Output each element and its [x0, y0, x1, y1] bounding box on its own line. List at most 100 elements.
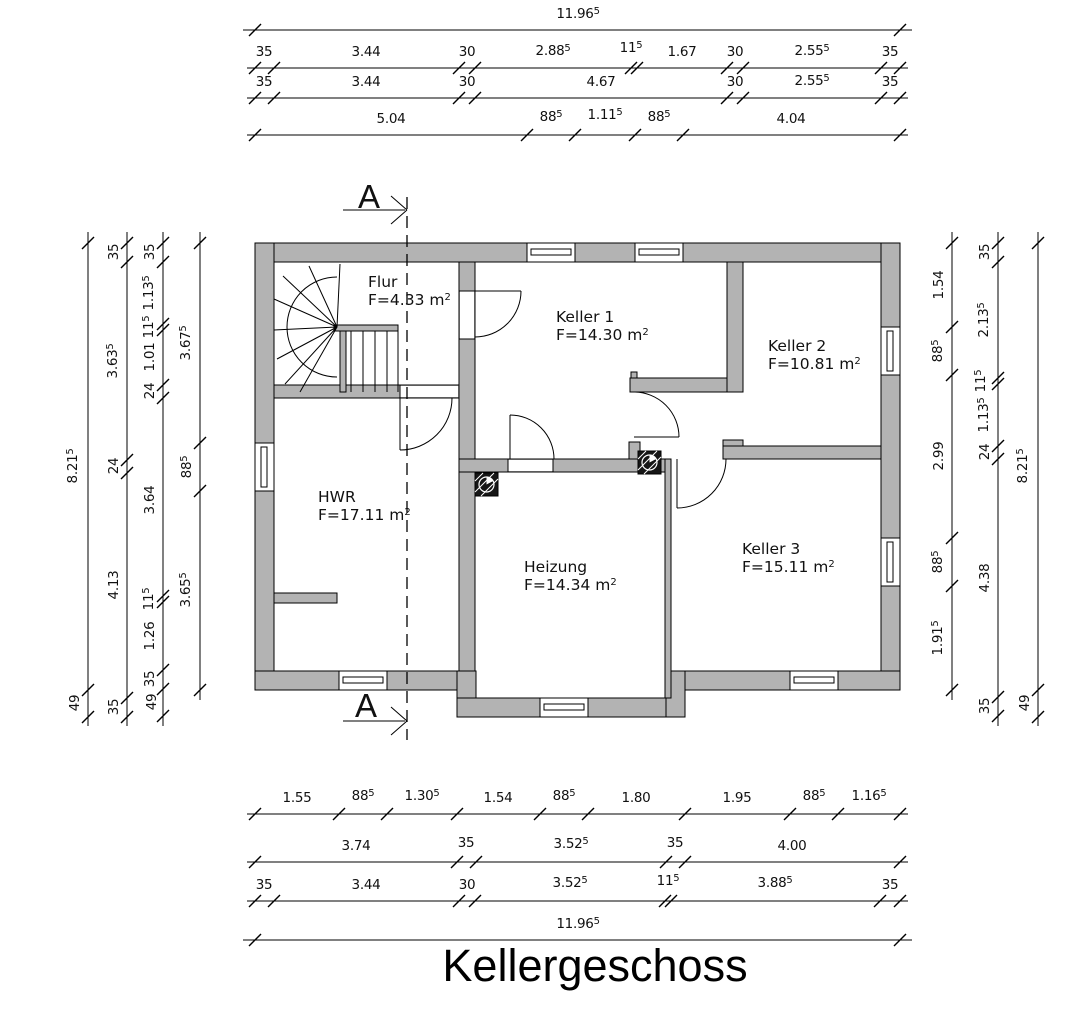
dimension-line [156, 682, 170, 696]
dimension-line [533, 807, 547, 821]
dimension-label: 115 [140, 587, 158, 611]
room-name: Keller 3 [742, 540, 801, 558]
dimension-label: 35 [881, 44, 899, 60]
window-top-1 [526, 242, 576, 263]
opening-flur-keller1 [460, 291, 474, 339]
section-arrow-bottom [343, 706, 408, 736]
chimney-heizung [637, 450, 662, 475]
dimension-label: 35 [457, 835, 475, 851]
dimension-label: 1.54 [483, 790, 513, 806]
dimension-line [120, 466, 134, 480]
room-area: F=14.30 m2 [556, 325, 649, 344]
dimension-line [991, 452, 1005, 466]
dimension-line [991, 236, 1005, 250]
wall-stair-spine-vertical [339, 330, 347, 393]
dimension-label: 35 [142, 670, 158, 688]
dimension-label: 35 [142, 243, 158, 261]
dimension-line [156, 663, 170, 677]
dimension-label: 115 [656, 872, 680, 889]
dimension-line [736, 91, 750, 105]
dimension-line [248, 855, 262, 869]
wall-stair-spine-horizontal [333, 324, 399, 332]
dimension-label: 2.885 [535, 42, 571, 59]
door-swings [399, 290, 727, 509]
dimension-label: 30 [726, 44, 744, 60]
dimension-line [945, 531, 959, 545]
room-name: Flur [368, 273, 398, 291]
dimension-line [893, 61, 907, 75]
room-name: Heizung [524, 558, 588, 576]
dimension-label: 4.67 [586, 74, 616, 90]
dimension-label: 3.525 [553, 835, 589, 852]
dimension-line [893, 807, 907, 821]
door-openings [399, 290, 554, 472]
dimension-label: 4.13 [106, 570, 122, 600]
dimension-line [945, 236, 959, 250]
dimension-line [267, 91, 281, 105]
dimension-label: 885 [802, 787, 826, 804]
dimension-label: 1.305 [404, 787, 440, 804]
dimension-line [248, 61, 262, 75]
drawing-title: Kellergeschoss [442, 940, 748, 991]
dimension-line [893, 855, 907, 869]
dimension-label: 4.00 [777, 838, 807, 854]
dimension-label: 2.555 [794, 42, 830, 59]
dimension-label: 3.44 [351, 44, 381, 60]
dimension-label: 11.965 [556, 5, 600, 22]
dimension-line [156, 595, 170, 609]
dimension-line [991, 709, 1005, 723]
dimension-label: 885 [929, 550, 947, 574]
dimension-line [874, 61, 888, 75]
dimension-label: 49 [1017, 694, 1033, 712]
dimension-line [520, 128, 534, 142]
dimension-label: 5.04 [376, 111, 406, 127]
dimension-line [156, 589, 170, 603]
window-right-keller3 [880, 537, 901, 587]
window-right-keller2 [880, 326, 901, 376]
dimension-line [81, 710, 95, 724]
door-flur-keller1 [474, 290, 522, 338]
dimension-label: 3.885 [757, 874, 793, 891]
dimension-line [568, 128, 582, 142]
dimension-line [450, 807, 464, 821]
dimension-line [624, 61, 638, 75]
door-keller1-lobby [633, 391, 680, 438]
dimension-line [248, 894, 262, 908]
dimension-line [1031, 683, 1045, 697]
dimension-label: 1.67 [667, 44, 697, 60]
room-name: HWR [318, 488, 356, 506]
dimension-line [452, 894, 466, 908]
room-area: F=17.11 m2 [318, 505, 411, 524]
window-bottom-keller3 [789, 670, 839, 691]
dimension-label: 3.525 [552, 874, 588, 891]
dimension-label: 115 [140, 315, 158, 339]
dimension-line [945, 683, 959, 697]
dimension-label: 35 [106, 698, 122, 716]
dimension-line [628, 128, 642, 142]
dimension-label: 8.215 [1014, 448, 1032, 484]
dimension-line [468, 894, 482, 908]
dimension-label: 1.915 [929, 620, 947, 656]
dimension-label: 35 [255, 877, 273, 893]
dimension-label: 1.55 [282, 790, 312, 806]
section-marker-top-label: A [357, 178, 381, 215]
dimension-line [156, 323, 170, 337]
dimension-label: 3.74 [341, 838, 371, 854]
dimension-line [332, 807, 346, 821]
dimension-line [156, 255, 170, 269]
dimension-line [945, 579, 959, 593]
window-top-2 [634, 242, 684, 263]
dimension-line [581, 807, 595, 821]
dimension-line [156, 391, 170, 405]
dimension-label: 1.135 [140, 275, 158, 311]
room-area: F=14.34 m2 [524, 575, 617, 594]
windows [254, 242, 901, 718]
dimension-line [630, 61, 644, 75]
dimension-label: 35 [977, 697, 993, 715]
dimension-line [267, 894, 281, 908]
door-keller1-heizung [509, 414, 555, 460]
dimension-label: 35 [106, 243, 122, 261]
